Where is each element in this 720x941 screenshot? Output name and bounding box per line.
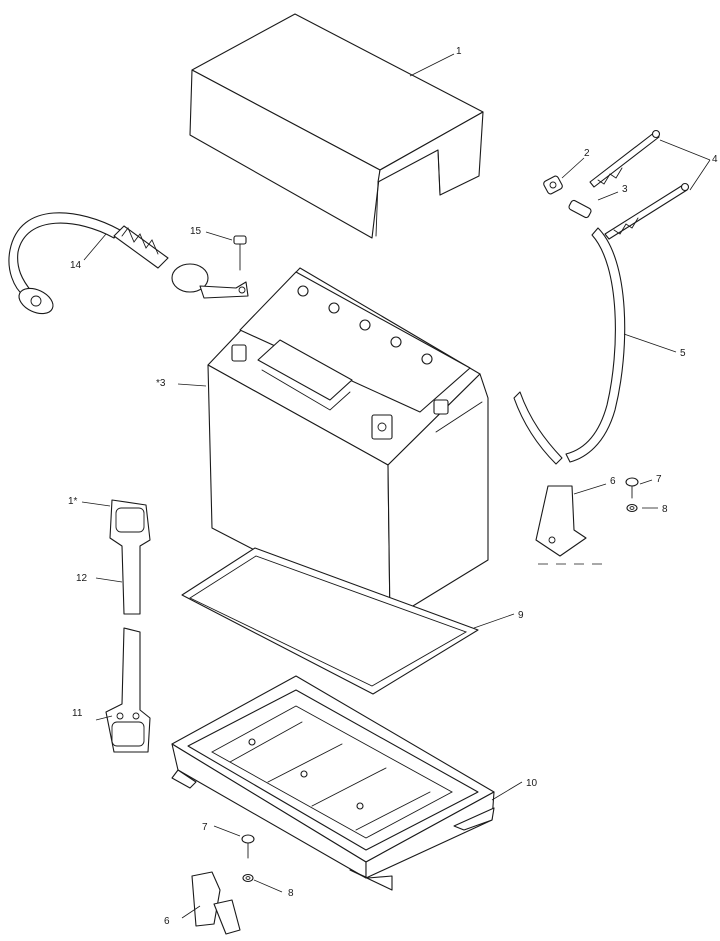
callout-1: 1 [456,46,462,57]
terminal-nut [543,175,563,195]
washer-lower [242,873,254,883]
callout-7-lower: 7 [202,822,208,833]
cable-screw [233,235,247,271]
callout-8-right: 8 [662,504,668,515]
callout-2: 2 [584,148,590,159]
callout-6-right: 6 [610,476,616,487]
hold-down-strap-lower [105,627,151,753]
callout-4: 4 [712,154,718,165]
battery-pad [181,547,479,695]
battery-cable [8,212,249,315]
callout-15: 15 [190,226,202,237]
battery-box [171,675,495,891]
callout-14: 14 [70,260,82,271]
terminal-spacer [568,199,592,219]
vent-tube [513,227,626,465]
leader-lines [81,53,711,919]
callout-battery: *3 [156,378,166,389]
mounting-bracket-lower [191,871,241,935]
callout-11: 11 [72,708,83,719]
callout-8-lower: 8 [288,888,294,899]
callout-7-right: 7 [656,474,662,485]
callout-6-lower: 6 [164,916,170,927]
hold-down-strap-upper [109,499,151,615]
battery [207,267,489,621]
callout-10: 10 [526,778,538,789]
battery-cover [189,13,484,239]
screw-lower [241,834,255,859]
callout-1-star: 1* [68,496,78,507]
terminal-bolts [589,129,690,240]
callout-5: 5 [680,348,686,359]
callout-9: 9 [518,610,524,621]
washer-right [626,503,638,513]
callout-3: 3 [622,184,628,195]
mounting-bracket-right [535,485,587,557]
callout-12: 12 [76,573,88,584]
screw-right [625,477,639,499]
